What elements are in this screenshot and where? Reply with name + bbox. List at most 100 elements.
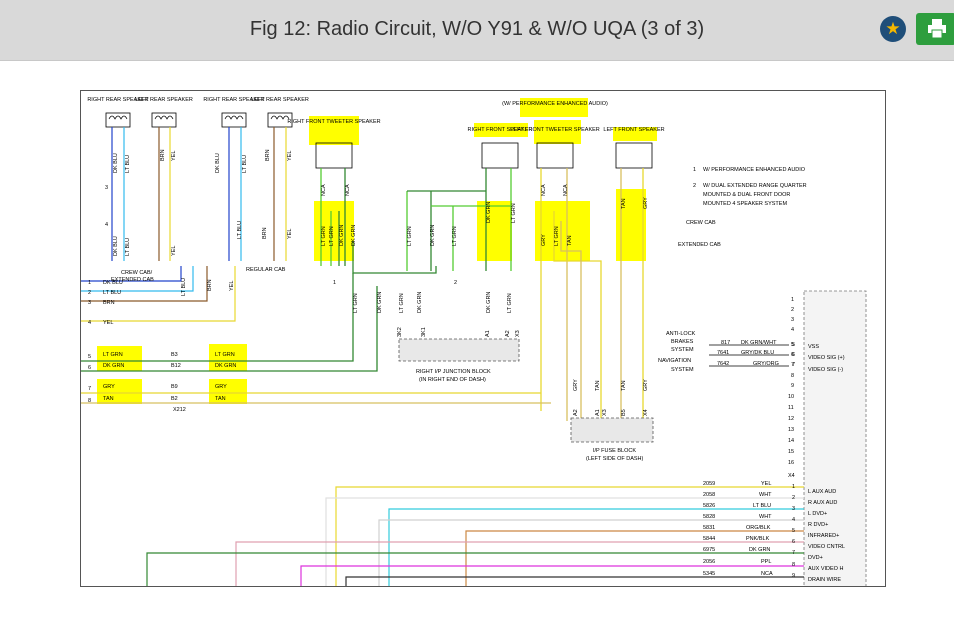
svg-text:LT BLU: LT BLU [103, 290, 121, 296]
svg-text:LT BLU: LT BLU [181, 278, 187, 296]
svg-text:4: 4 [88, 320, 91, 326]
svg-text:LT BLU: LT BLU [125, 155, 131, 173]
favorite-button[interactable]: ★ [880, 16, 906, 42]
svg-text:TAN: TAN [215, 396, 226, 402]
svg-text:4: 4 [791, 327, 794, 333]
front-speakers: RIGHT FRONT TWEETER SPEAKER RIGHT FRONT … [287, 101, 665, 169]
svg-text:MOUNTED 4 SPEAKER SYSTEM: MOUNTED 4 SPEAKER SYSTEM [703, 201, 787, 207]
svg-text:GRY/ORG: GRY/ORG [753, 361, 779, 367]
rear-speakers: RIGHT REAR SPEAKER LEFT REAR SPEAKER RIG… [87, 97, 309, 128]
svg-text:PPL: PPL [761, 559, 771, 565]
svg-text:9: 9 [791, 383, 794, 389]
svg-text:817: 817 [721, 340, 730, 346]
svg-text:CREW CAB/: CREW CAB/ [121, 270, 153, 276]
highlight-layer [97, 98, 657, 404]
svg-text:MOUNTED & DUAL FRONT DOOR: MOUNTED & DUAL FRONT DOOR [703, 192, 790, 198]
svg-text:GRY: GRY [573, 379, 579, 391]
svg-text:5844: 5844 [703, 536, 715, 542]
svg-text:4: 4 [792, 517, 795, 523]
print-button[interactable] [916, 13, 954, 45]
svg-text:DK GRN: DK GRN [103, 363, 124, 369]
front-wire-labels: NCA NCA LT GRN LT GRN DK GRN DK GRN LT G… [321, 184, 649, 391]
svg-text:3: 3 [105, 185, 108, 191]
svg-text:B3: B3 [171, 352, 178, 358]
svg-text:R DVD+: R DVD+ [808, 522, 828, 528]
right-rear-speaker-2: RIGHT REAR SPEAKER [203, 97, 265, 128]
bottom-circuit-wires [146, 486, 804, 586]
svg-text:I/P FUSE BLOCK: I/P FUSE BLOCK [593, 448, 636, 454]
svg-text:6: 6 [792, 352, 795, 358]
right-rear-speaker-1: RIGHT REAR SPEAKER [87, 97, 149, 128]
svg-text:X3: X3 [515, 330, 521, 337]
svg-text:2: 2 [454, 280, 457, 286]
svg-text:5831: 5831 [703, 525, 715, 531]
radio-connector: 1 2 3 4 5 6 7 8 9 10 11 12 13 14 15 16 X… [788, 290, 867, 586]
svg-text:NCA: NCA [563, 184, 569, 196]
svg-text:L AUX AUD: L AUX AUD [808, 489, 836, 495]
svg-text:X4: X4 [643, 409, 649, 416]
svg-text:L DVD+: L DVD+ [808, 511, 827, 517]
speaker-label: RIGHT REAR SPEAKER [203, 97, 264, 103]
svg-text:NCA: NCA [541, 184, 547, 196]
svg-text:ORG/BLK: ORG/BLK [746, 525, 771, 531]
svg-text:1: 1 [88, 280, 91, 286]
svg-text:DK BLU: DK BLU [113, 153, 119, 173]
svg-text:LT GRN: LT GRN [321, 226, 327, 246]
rear-speaker-wires [81, 127, 287, 322]
speaker-label: RIGHT FRONT SPEAKER [468, 127, 533, 133]
svg-text:VSS: VSS [808, 344, 819, 350]
front-speaker-wires [81, 168, 644, 421]
svg-text:VIDEO SIG (-): VIDEO SIG (-) [808, 367, 843, 373]
svg-text:W/ DUAL EXTENDED RANGE QUARTER: W/ DUAL EXTENDED RANGE QUARTER [703, 183, 807, 189]
svg-text:EXTENDED CAB: EXTENDED CAB [111, 277, 154, 283]
svg-text:TAN: TAN [621, 198, 627, 209]
svg-text:3: 3 [88, 300, 91, 306]
svg-text:5: 5 [88, 354, 91, 360]
svg-text:YEL: YEL [171, 151, 177, 161]
rear-wire-labels: DK BLU LT BLU BRN YEL DK BLU LT BLU BRN … [105, 149, 293, 296]
svg-text:LT BLU: LT BLU [125, 238, 131, 256]
svg-text:TAN: TAN [621, 380, 627, 391]
svg-text:YEL: YEL [761, 481, 771, 487]
svg-text:YEL: YEL [171, 246, 177, 256]
svg-text:YEL: YEL [287, 229, 293, 239]
svg-text:VIDEO SIG (+): VIDEO SIG (+) [808, 355, 845, 361]
svg-text:6: 6 [791, 352, 794, 358]
svg-text:LT GRN: LT GRN [215, 352, 235, 358]
svg-text:1: 1 [693, 167, 696, 173]
svg-text:LT BLU: LT BLU [753, 503, 771, 509]
svg-text:X212: X212 [173, 407, 186, 413]
svg-text:2058: 2058 [703, 492, 715, 498]
perf-note: (W/ PERFORMANCE ENHANCED AUDIO) [502, 101, 608, 107]
svg-text:16: 16 [788, 460, 794, 466]
svg-text:YEL: YEL [287, 151, 293, 161]
svg-text:SYSTEM: SYSTEM [671, 347, 694, 353]
svg-text:(IN RIGHT END OF DASH): (IN RIGHT END OF DASH) [419, 377, 486, 383]
svg-text:DK GRN: DK GRN [749, 547, 770, 553]
svg-text:BRN: BRN [160, 149, 166, 161]
svg-text:7: 7 [792, 362, 795, 368]
svg-text:A1: A1 [595, 409, 601, 416]
svg-text:15: 15 [788, 449, 794, 455]
right-front-tweeter: RIGHT FRONT TWEETER SPEAKER [287, 119, 381, 169]
svg-text:YEL: YEL [103, 320, 113, 326]
svg-text:DK GRN: DK GRN [486, 292, 492, 313]
svg-text:ANTI-LOCK: ANTI-LOCK [666, 331, 696, 337]
svg-text:CREW CAB: CREW CAB [686, 220, 716, 226]
svg-text:6975: 6975 [703, 547, 715, 553]
svg-text:DK GRN: DK GRN [351, 225, 357, 246]
svg-text:INFRARED+: INFRARED+ [808, 533, 839, 539]
svg-text:A1: A1 [485, 330, 491, 337]
svg-text:1: 1 [792, 484, 795, 490]
svg-text:A2: A2 [505, 330, 511, 337]
svg-text:A2: A2 [573, 409, 579, 416]
svg-text:TAN: TAN [595, 380, 601, 391]
svg-text:8: 8 [792, 562, 795, 568]
svg-text:9: 9 [792, 573, 795, 579]
svg-text:GRY: GRY [643, 197, 649, 209]
svg-text:3: 3 [792, 506, 795, 512]
svg-text:GRY: GRY [643, 379, 649, 391]
svg-text:LT BLU: LT BLU [242, 155, 248, 173]
svg-text:BRN: BRN [207, 279, 213, 291]
svg-text:LT BLU: LT BLU [237, 221, 243, 239]
